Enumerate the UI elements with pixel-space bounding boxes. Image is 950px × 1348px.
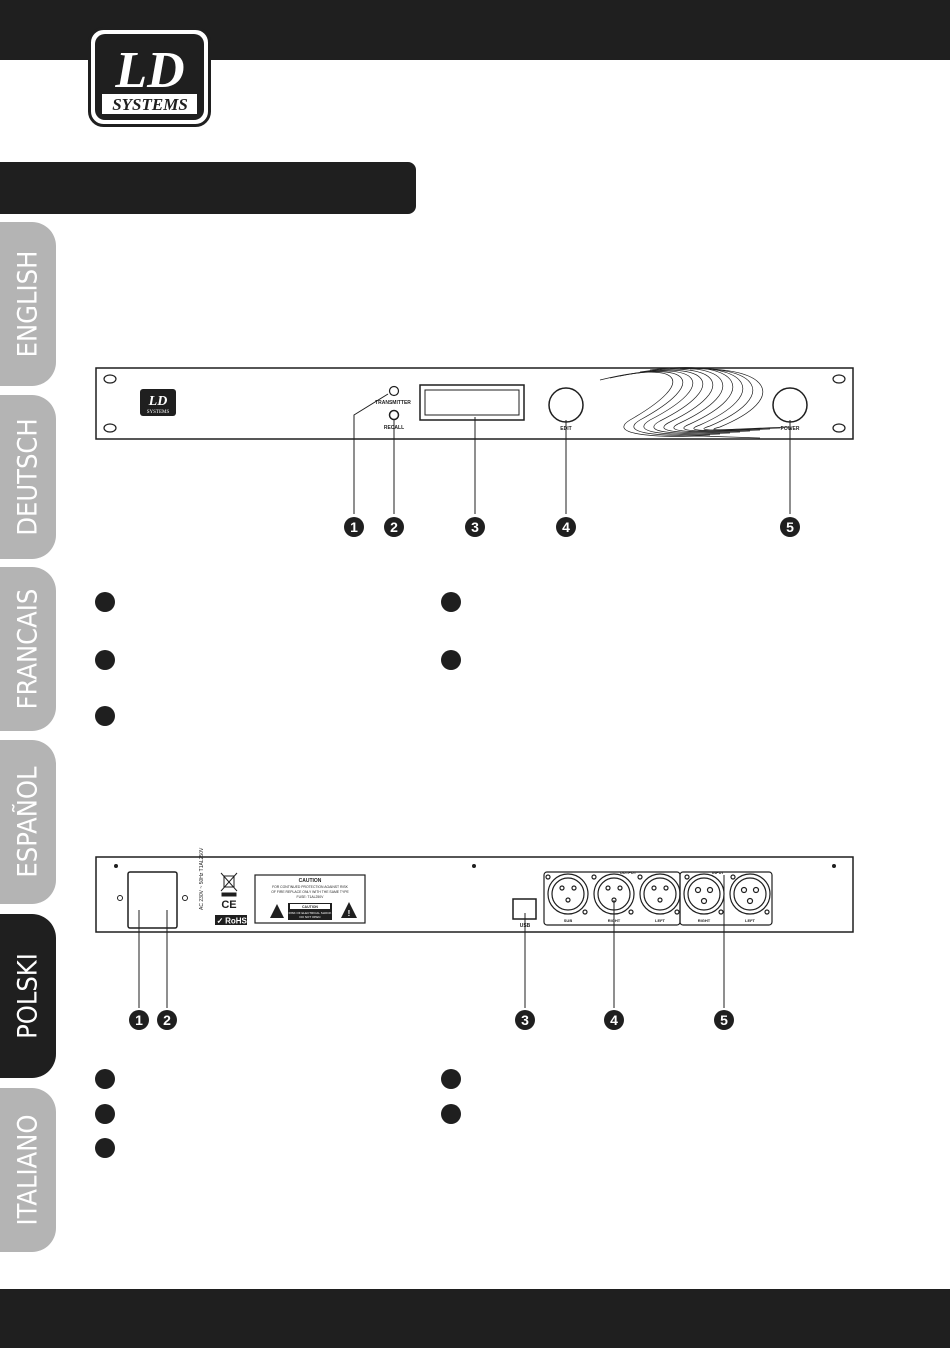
sub-out-label: SUB: [564, 918, 573, 923]
voltage-label: AC 230V ~ 50Hz T1AL250V: [199, 847, 205, 910]
ld-systems-logo: LD SYSTEMS: [88, 27, 211, 127]
front-callout-5: 5: [780, 517, 800, 537]
svg-text:RISK OF ELECTRICAL SHOCK: RISK OF ELECTRICAL SHOCK: [289, 911, 332, 915]
svg-text:SYSTEMS: SYSTEMS: [147, 410, 170, 415]
front-legend-bullet-3: [95, 706, 115, 726]
svg-text:5: 5: [786, 519, 794, 535]
svg-text:!: !: [348, 909, 351, 918]
svg-text:RoHS: RoHS: [225, 917, 247, 926]
svg-text:LD: LD: [114, 42, 184, 99]
svg-text:DO NOT OPEN: DO NOT OPEN: [300, 915, 321, 919]
svg-text:FOR CONTINUED PROTECTION AGAIN: FOR CONTINUED PROTECTION AGAINST RISK: [272, 885, 349, 889]
tab-polski[interactable]: POLSKI: [0, 914, 56, 1078]
rear-panel-diagram: AC 230V ~ 50Hz T1AL250V CE RoHS ✓ CAUTIO…: [95, 847, 854, 1030]
front-logo: LD SYSTEMS: [140, 389, 176, 416]
transmitter-label: TRANSMITTER: [375, 400, 411, 406]
svg-text:SYSTEMS: SYSTEMS: [112, 95, 188, 114]
svg-text:LD: LD: [148, 394, 168, 409]
rear-legend-bullet-2: [95, 1104, 115, 1124]
rear-leader-lines: [138, 875, 725, 1008]
front-leader-lines: [353, 393, 791, 514]
svg-text:3: 3: [471, 519, 479, 535]
svg-text:1: 1: [135, 1012, 143, 1028]
right-in-label: RIGHT: [698, 918, 711, 923]
front-callout-1: 1: [344, 517, 364, 537]
svg-text:5: 5: [720, 1012, 728, 1028]
tab-deutsch[interactable]: DEUTSCH: [0, 395, 56, 559]
rear-legend-bullet-1: [95, 1069, 115, 1089]
front-legend-bullet-2: [95, 650, 115, 670]
transmitter-led: [388, 385, 400, 397]
output-connector-block: [543, 871, 773, 926]
left-in-label: LEFT: [745, 918, 756, 923]
rear-callout-4: 4: [604, 1010, 624, 1030]
rear-legend-bullet-5: [441, 1104, 461, 1124]
rear-callout-3: 3: [515, 1010, 535, 1030]
front-callout-3: 3: [465, 517, 485, 537]
ce-mark: CE: [221, 899, 236, 911]
svg-text:3: 3: [521, 1012, 529, 1028]
recall-button: [388, 409, 400, 421]
output-label: OUTPUT: [620, 870, 637, 875]
power-socket: [117, 871, 188, 929]
caution-label: CAUTION FOR CONTINUED PROTECTION AGAINST…: [254, 874, 366, 924]
rear-legend-bullet-3: [95, 1138, 115, 1158]
rear-callout-5: 5: [714, 1010, 734, 1030]
rear-legend-bullet-4: [441, 1069, 461, 1089]
svg-text:CAUTION: CAUTION: [302, 905, 318, 909]
rear-callout-2: 2: [157, 1010, 177, 1030]
footer-bar: [0, 1289, 950, 1348]
front-panel-diagram: LD SYSTEMS TRANSMITTER RECALL EDIT POWER…: [95, 367, 854, 537]
weee-icon: [220, 872, 238, 897]
section-title-bar: [0, 162, 416, 214]
front-legend-bullet-5: [441, 650, 461, 670]
svg-text:✓: ✓: [217, 917, 224, 926]
front-legend-bullet-1: [95, 592, 115, 612]
svg-text:4: 4: [562, 519, 570, 535]
wave-graphic: [599, 367, 791, 439]
rear-callout-1: 1: [129, 1010, 149, 1030]
front-callout-2: 2: [384, 517, 404, 537]
left-out-label: LEFT: [655, 918, 666, 923]
lcd-display: [419, 384, 525, 421]
front-callout-4: 4: [556, 517, 576, 537]
svg-text:FUSE: T1AL250V: FUSE: T1AL250V: [297, 895, 325, 899]
rohs-badge: RoHS ✓: [215, 915, 248, 926]
input-label: INPUT: [712, 870, 725, 875]
tab-italiano[interactable]: ITALIANO: [0, 1088, 56, 1252]
tab-english[interactable]: ENGLISH: [0, 222, 56, 386]
svg-text:OF FIRE REPLACE ONLY WITH THE: OF FIRE REPLACE ONLY WITH THE SAME TYPE: [271, 890, 349, 894]
svg-text:1: 1: [350, 519, 358, 535]
tab-espanol[interactable]: ESPAÑOL: [0, 740, 56, 904]
svg-text:CAUTION: CAUTION: [299, 878, 322, 884]
tab-francais[interactable]: FRANCAIS: [0, 567, 56, 731]
svg-text:2: 2: [163, 1012, 171, 1028]
front-legend-bullet-4: [441, 592, 461, 612]
svg-text:4: 4: [610, 1012, 618, 1028]
svg-text:2: 2: [390, 519, 398, 535]
tab-label: ITALIANO: [12, 1114, 44, 1226]
